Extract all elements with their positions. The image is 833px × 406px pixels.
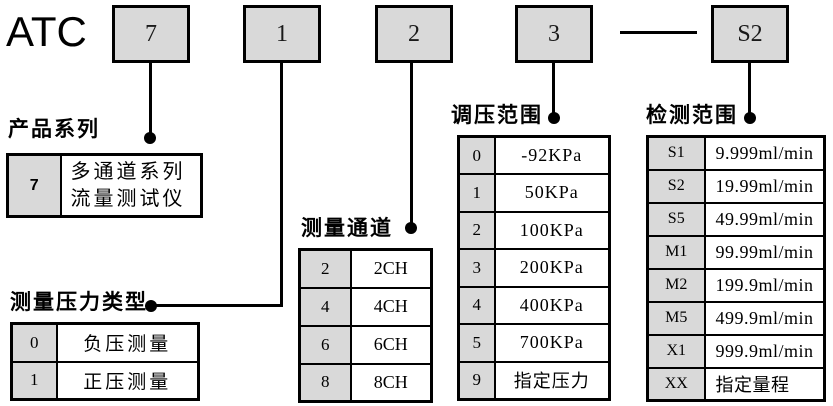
code-dash-separator bbox=[620, 31, 697, 34]
detection-range-table: S1 9.999ml/min S2 19.99ml/min S5 49.99ml… bbox=[646, 135, 826, 402]
code-cell: 7 bbox=[6, 153, 62, 218]
table-row: 0 -92KPa bbox=[457, 135, 611, 175]
pressure-range-table: 0 -92KPa 1 50KPa 2 100KPa 3 200KPa 4 400… bbox=[457, 135, 611, 401]
value-cell: 200KPa bbox=[493, 248, 611, 288]
table-row: 2 2CH bbox=[298, 248, 433, 289]
table-row: S1 9.999ml/min bbox=[646, 135, 826, 171]
value-cell: 50KPa bbox=[493, 173, 611, 213]
connector-channels-line bbox=[410, 61, 413, 229]
section-title-channels: 测量通道 bbox=[301, 217, 393, 240]
code-cell: 6 bbox=[298, 324, 352, 365]
connector-channels-dot bbox=[405, 222, 417, 234]
code-cell: M5 bbox=[646, 300, 706, 336]
value-cell: 700KPa bbox=[493, 323, 611, 363]
value-cell: 2CH bbox=[349, 248, 433, 289]
code-cell: 1 bbox=[10, 360, 58, 401]
value-cell: 正压测量 bbox=[55, 360, 200, 401]
code-cell: M2 bbox=[646, 267, 706, 303]
section-title-pressure-type: 测量压力类型 bbox=[10, 291, 148, 314]
code-cell: 0 bbox=[10, 322, 58, 363]
channels-table: 2 2CH 4 4CH 6 6CH 8 8CH bbox=[298, 248, 433, 403]
table-row: 0 负压测量 bbox=[10, 322, 200, 363]
value-cell: 499.9ml/min bbox=[703, 300, 826, 336]
connector-pressure-range-dot bbox=[548, 112, 560, 124]
table-row: 5 700KPa bbox=[457, 323, 611, 363]
value-cell: 400KPa bbox=[493, 285, 611, 325]
code-box-detection-range: S2 bbox=[711, 5, 789, 63]
value-cell: 9.999ml/min bbox=[703, 135, 826, 171]
table-row: M2 199.9ml/min bbox=[646, 267, 826, 303]
code-cell: 2 bbox=[298, 248, 352, 289]
code-cell: 3 bbox=[457, 248, 496, 288]
product-code-prefix: ATC bbox=[6, 8, 87, 55]
code-cell: XX bbox=[646, 366, 706, 402]
value-cell: 19.99ml/min bbox=[703, 168, 826, 204]
code-cell: S2 bbox=[646, 168, 706, 204]
value-cell: 负压测量 bbox=[55, 322, 200, 363]
section-title-pressure-range: 调压范围 bbox=[451, 104, 543, 127]
table-row: 6 6CH bbox=[298, 324, 433, 365]
value-cell: 99.99ml/min bbox=[703, 234, 826, 270]
table-row: 4 4CH bbox=[298, 286, 433, 327]
value-cell: 999.9ml/min bbox=[703, 333, 826, 369]
value-cell: 8CH bbox=[349, 362, 433, 403]
value-cell: 指定压力 bbox=[493, 360, 611, 400]
value-cell: 199.9ml/min bbox=[703, 267, 826, 303]
value-cell: 多通道系列 流量测试仪 bbox=[59, 153, 203, 218]
value-cell: 6CH bbox=[349, 324, 433, 365]
value-cell: 指定量程 bbox=[703, 366, 826, 402]
code-box-channels: 2 bbox=[375, 5, 453, 63]
table-row: XX 指定量程 bbox=[646, 366, 826, 402]
code-cell: 4 bbox=[298, 286, 352, 327]
table-row: 1 正压测量 bbox=[10, 360, 200, 401]
code-cell: 5 bbox=[457, 323, 496, 363]
code-cell: 2 bbox=[457, 210, 496, 250]
connector-detection-range-line bbox=[748, 61, 751, 119]
connector-pressure-type-hline bbox=[151, 304, 283, 307]
code-cell: 1 bbox=[457, 173, 496, 213]
code-box-pressure-type: 1 bbox=[243, 5, 321, 63]
connector-detection-range-dot bbox=[744, 112, 756, 124]
table-row: 9 指定压力 bbox=[457, 360, 611, 400]
table-row: M1 99.99ml/min bbox=[646, 234, 826, 270]
value-cell: 100KPa bbox=[493, 210, 611, 250]
code-cell: 0 bbox=[457, 135, 496, 175]
connector-series-dot bbox=[144, 132, 156, 144]
table-row: 1 50KPa bbox=[457, 173, 611, 213]
connector-pressure-type-dot bbox=[145, 300, 157, 312]
section-title-product-series: 产品系列 bbox=[8, 118, 100, 141]
table-row: 4 400KPa bbox=[457, 285, 611, 325]
connector-pressure-type-vline bbox=[280, 61, 283, 307]
section-title-detection-range: 检测范围 bbox=[646, 104, 738, 127]
product-series-table: 7 多通道系列 流量测试仪 bbox=[6, 153, 203, 218]
code-cell: S1 bbox=[646, 135, 706, 171]
table-row: S5 49.99ml/min bbox=[646, 201, 826, 237]
code-cell: 8 bbox=[298, 362, 352, 403]
code-cell: M1 bbox=[646, 234, 706, 270]
code-cell: X1 bbox=[646, 333, 706, 369]
connector-series-line bbox=[149, 61, 152, 139]
code-cell: S5 bbox=[646, 201, 706, 237]
table-row: S2 19.99ml/min bbox=[646, 168, 826, 204]
code-box-pressure-range: 3 bbox=[515, 5, 593, 63]
pressure-type-table: 0 负压测量 1 正压测量 bbox=[10, 322, 200, 401]
code-cell: 4 bbox=[457, 285, 496, 325]
code-cell: 9 bbox=[457, 360, 496, 400]
table-row: M5 499.9ml/min bbox=[646, 300, 826, 336]
value-cell: 49.99ml/min bbox=[703, 201, 826, 237]
table-row: 2 100KPa bbox=[457, 210, 611, 250]
connector-pressure-range-line bbox=[552, 61, 555, 119]
value-cell: -92KPa bbox=[493, 135, 611, 175]
table-row: X1 999.9ml/min bbox=[646, 333, 826, 369]
table-row: 7 多通道系列 流量测试仪 bbox=[6, 153, 203, 218]
code-box-series: 7 bbox=[112, 5, 190, 63]
value-cell: 4CH bbox=[349, 286, 433, 327]
table-row: 3 200KPa bbox=[457, 248, 611, 288]
table-row: 8 8CH bbox=[298, 362, 433, 403]
